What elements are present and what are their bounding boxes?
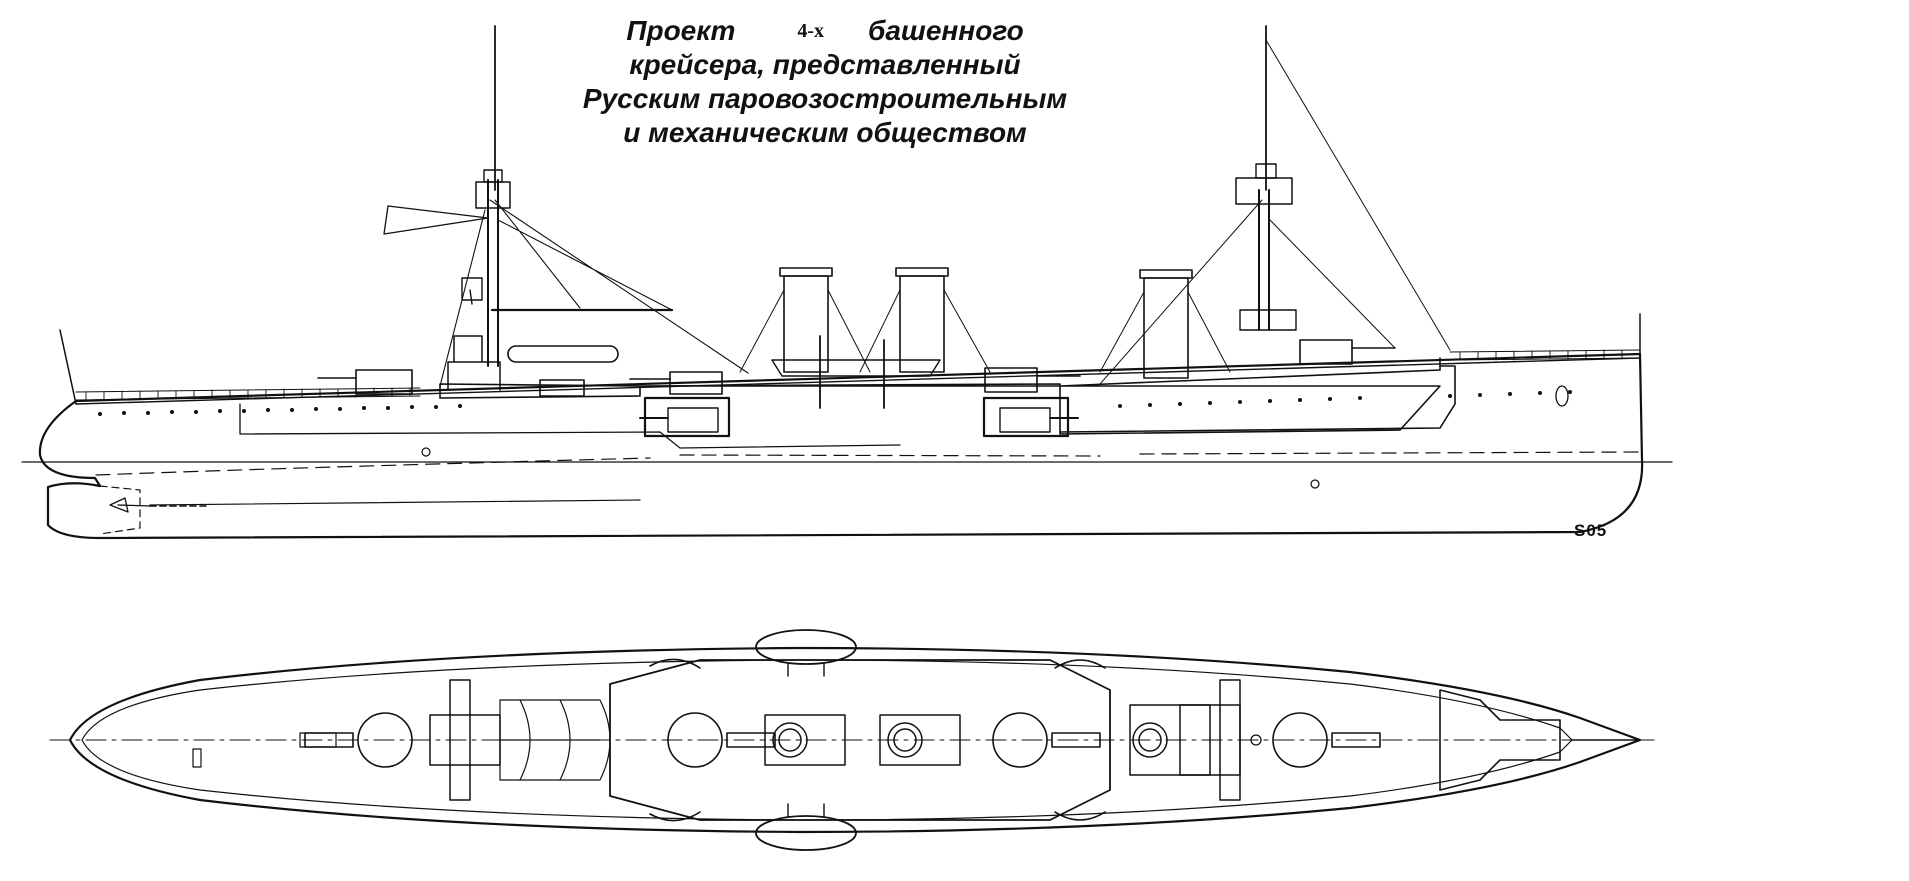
plan-superstructure [609,659,1111,821]
propeller [109,497,151,513]
funnel-plan [764,704,1211,776]
shaft-line [149,499,641,506]
railing-posts-aft [1459,349,1623,361]
hull-outline [38,352,1644,540]
plan-forecastle [1439,689,1561,791]
stem [59,329,77,405]
capstan [192,748,202,768]
fore-bridge [447,335,501,391]
title-line-2: крейсера, представленный [629,49,1021,80]
title-line-3: Русским паровозостроительным [582,83,1068,114]
title-line-4: и механическим обществом [623,117,1027,148]
portholes [98,390,1572,416]
boat-midships [771,359,941,377]
deck-line [75,357,1641,405]
deck-plan [49,629,1661,851]
title-line-1: Проект 4-х башенного [560,14,1090,48]
casemate-fore-inner [667,407,719,433]
grating [299,732,337,748]
title-word-project: Проект [626,15,736,46]
scuttle [421,447,431,457]
underwater-dashes [95,451,1641,476]
ventilators [819,335,885,409]
forecastle-edge [1059,365,1456,433]
fore-mast [383,25,749,387]
drawing-code: S05 [1574,521,1608,540]
boat-plan [755,815,857,851]
title-block: Проект 4-х башенного крейсера, представлен… [560,14,1090,150]
turret-side [317,339,1396,395]
boat-plan [755,629,857,665]
armour-belt [239,403,901,449]
hawse-pipe [1555,385,1569,407]
deckhouse [539,379,585,397]
main-mast [1099,25,1451,385]
casemate-aft-inner [999,407,1051,433]
title-word-turret: башенного [868,15,1024,46]
boat-stack-plan [499,699,611,781]
funnels [739,267,1231,379]
keel-line [94,531,1583,539]
casemate-sponsons [649,658,1106,822]
side-elevation [21,25,1673,540]
superstructure [439,357,1441,435]
boat-fore [507,345,619,363]
railing-posts [85,387,411,401]
anchor-plan [1250,734,1262,746]
rudder [99,485,141,535]
scuttle [1310,479,1320,489]
title-turret-count: 4-х [797,20,825,42]
railing-aft [1449,349,1641,361]
